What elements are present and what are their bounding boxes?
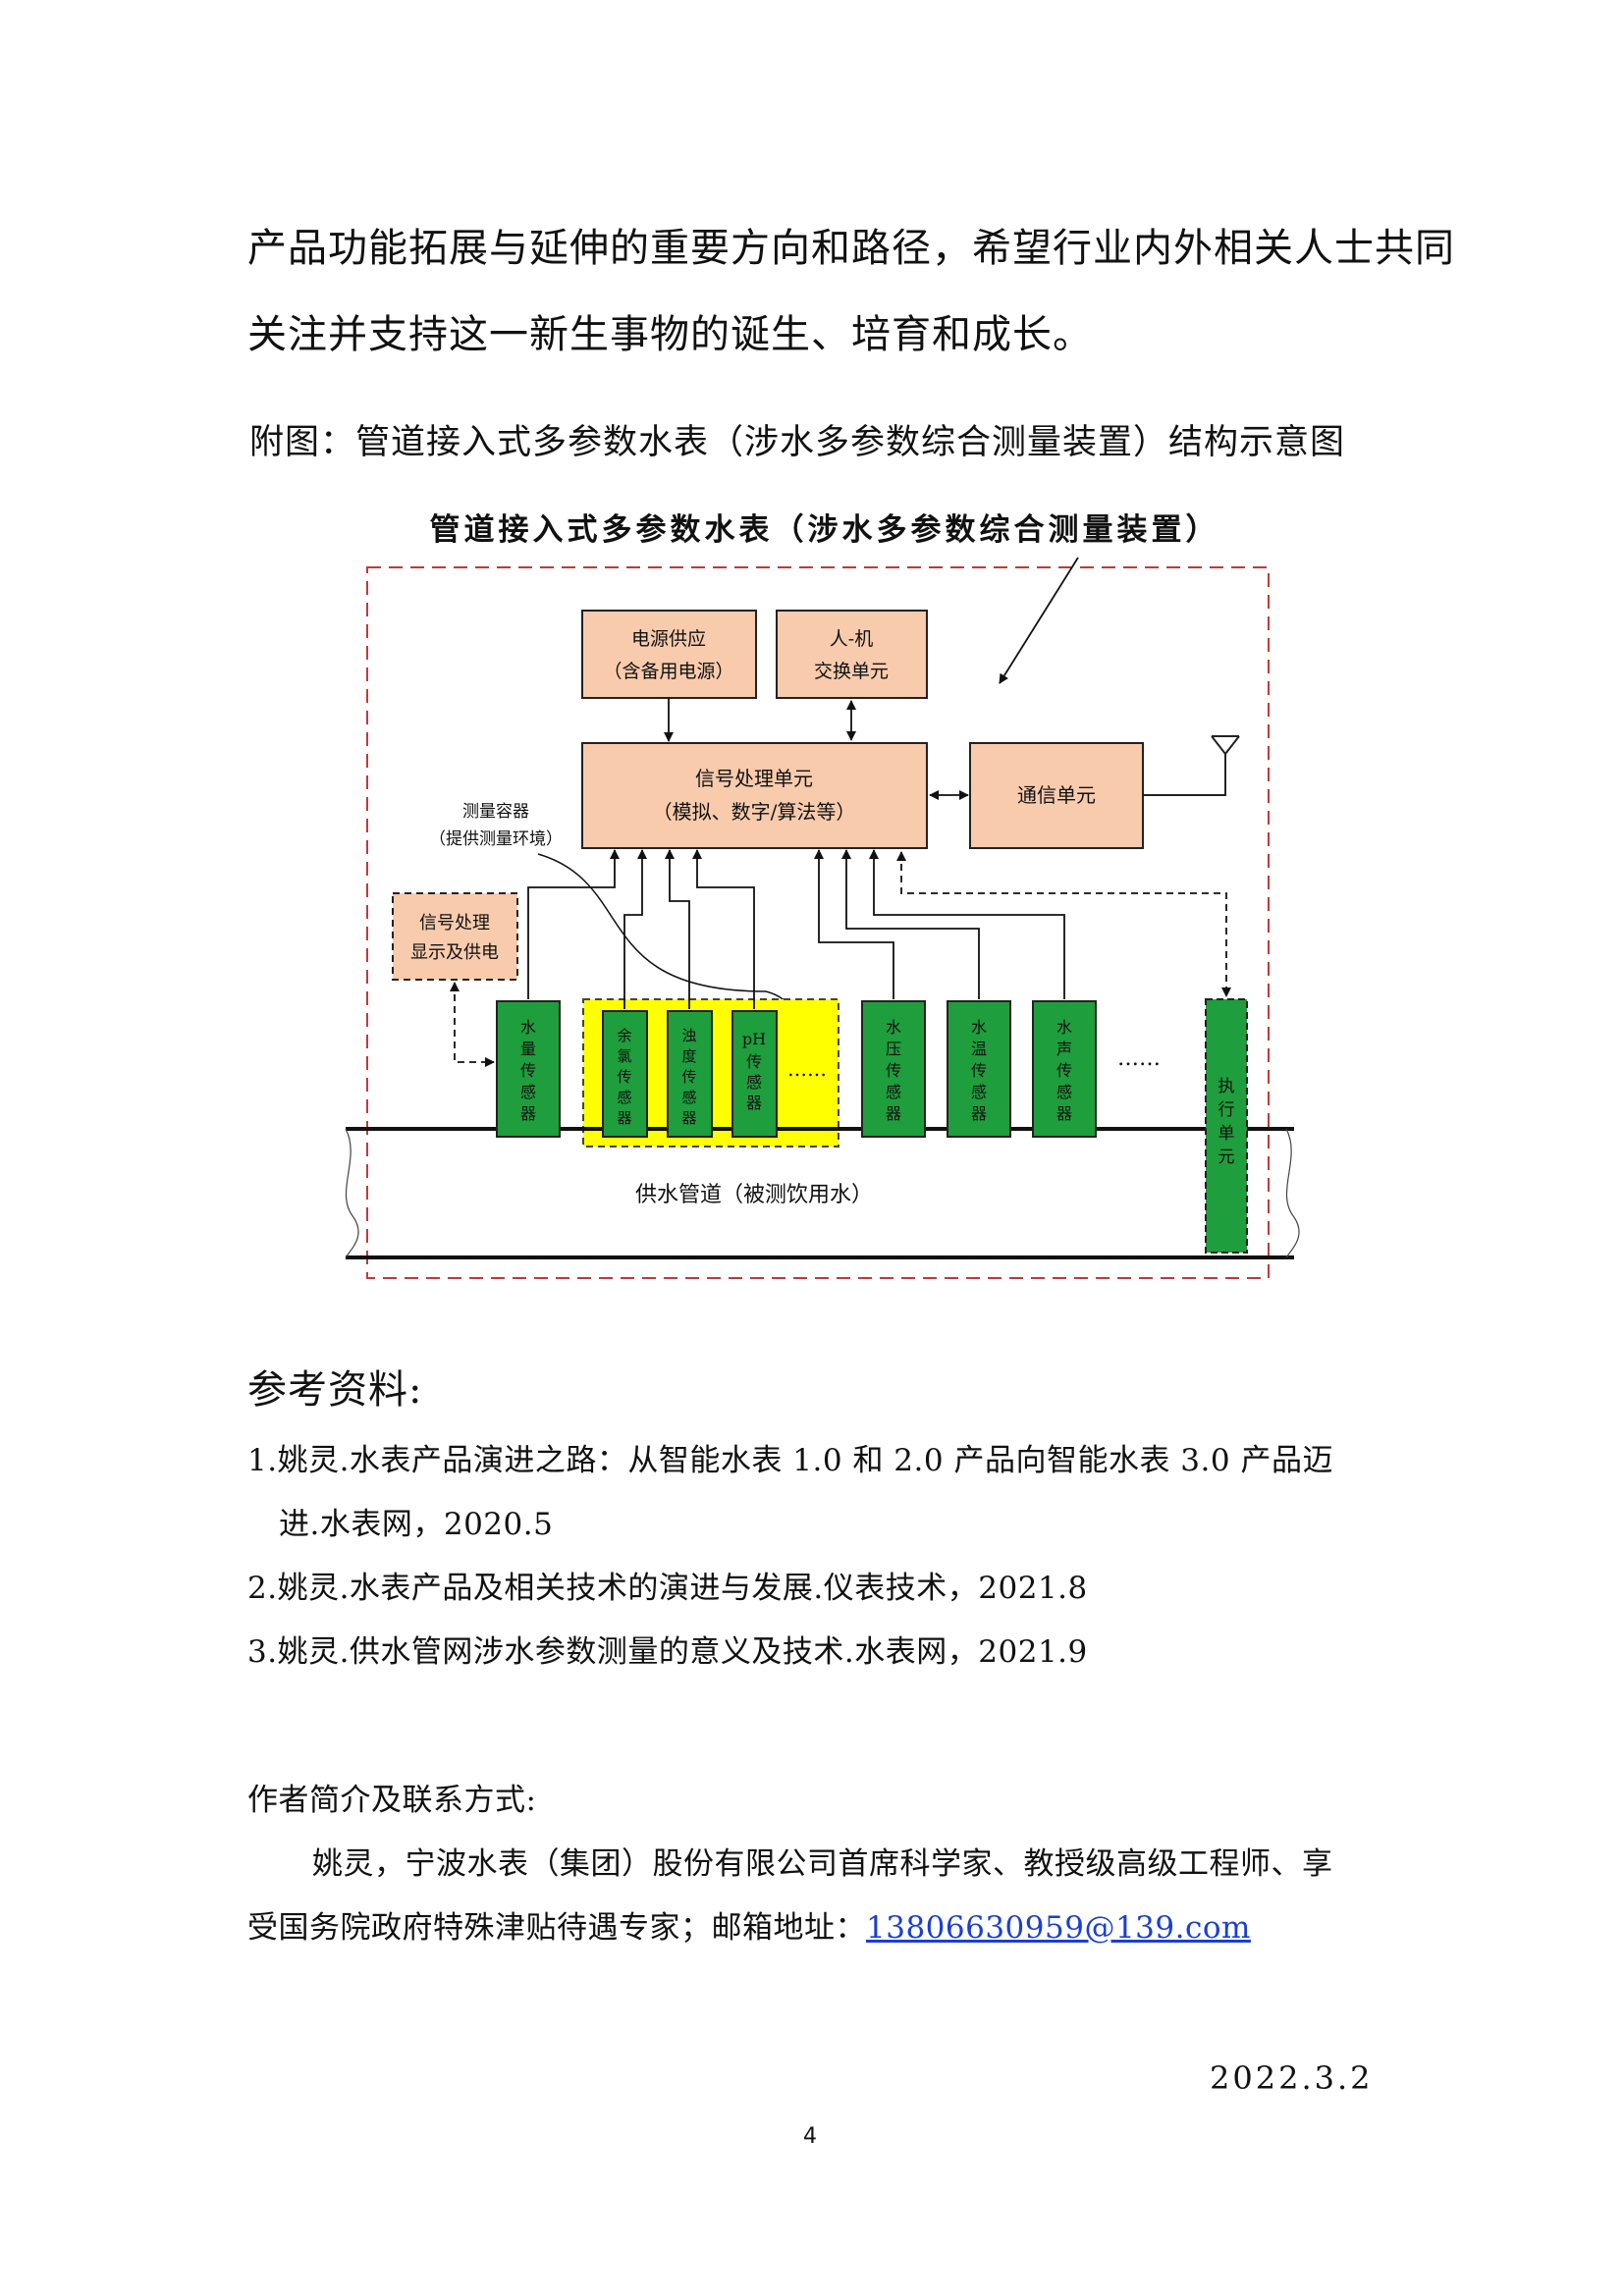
antenna-icon (1143, 735, 1240, 796)
pipe-label: 供水管道（被测饮用水） (635, 1183, 873, 1207)
references-heading: 参考资料: (247, 1367, 423, 1413)
svg-text:执行单元: 执行单元 (1218, 1077, 1235, 1167)
quality-more-dots: …… (787, 1057, 827, 1081)
author-line-2-text: 受国务院政府特殊津贴待遇专家；邮箱地址： (247, 1910, 866, 1946)
sensor-signal-connections (527, 849, 1065, 1009)
intro-line-1: 产品功能拓展与延伸的重要方向和路径，希望行业内外相关人士共同 (247, 226, 1455, 271)
sensor-residual-chlorine: 余氯传感器 (602, 1010, 648, 1138)
signal-processing-sub: （模拟、数字/算法等） (653, 800, 856, 824)
sensor-sound: 水声传感器 (1032, 1000, 1097, 1138)
reference-3: 3.姚灵.供水管网涉水参数测量的意义及技术.水表网，2021.9 (247, 1634, 1088, 1670)
svg-text:水压传感器: 水压传感器 (886, 1018, 901, 1123)
pipe-left-break (345, 1128, 359, 1258)
reference-1: 1.姚灵.水表产品演进之路：从智能水表 1.0 和 2.0 产品向智能水表 3.… (247, 1443, 1333, 1478)
author-heading: 作者简介及联系方式: (247, 1783, 537, 1818)
device-frame (366, 566, 1270, 1279)
author-line-1: 姚灵，宁波水表（集团）股份有限公司首席科学家、教授级高级工程师、享 (312, 1846, 1333, 1882)
container-note-sub: （提供测量环境） (429, 829, 563, 849)
svg-text:水声传感器: 水声传感器 (1056, 1018, 1072, 1123)
actuator-unit: 执行单元 (1205, 998, 1248, 1254)
sensor-flow: 水量传感器 (496, 1000, 561, 1138)
sensors-more-dots: …… (1117, 1046, 1161, 1071)
container-note: 测量容器 (462, 802, 529, 822)
local-display-sub: 显示及供电 (410, 942, 499, 963)
reference-2: 2.姚灵.水表产品及相关技术的演进与发展.仪表技术，2021.8 (247, 1571, 1088, 1606)
svg-text:浊度传感器: 浊度传感器 (681, 1027, 696, 1127)
title-pointer-arrow (999, 557, 1079, 684)
local-to-flow-link (450, 982, 495, 1067)
sensor-pressure: 水压传感器 (861, 1000, 926, 1138)
figure-caption: 附图：管道接入式多参数水表（涉水多参数综合测量装置）结构示意图 (249, 423, 1346, 462)
reference-1-cont: 进.水表网，2020.5 (279, 1507, 554, 1542)
local-display-label: 信号处理 (419, 913, 490, 934)
hmi-box (776, 610, 928, 699)
local-display-box (392, 892, 518, 981)
communication-box (969, 742, 1144, 849)
power-supply-box (581, 610, 757, 699)
document-date: 2022.3.2 (1210, 2059, 1374, 2097)
structure-diagram: 管道接入式多参数水表（涉水多参数综合测量装置） 电源供应 （含备用电源） 人-机… (345, 512, 1300, 1279)
svg-text:水量传感器: 水量传感器 (520, 1018, 536, 1123)
power-supply-label: 电源供应 (631, 628, 706, 650)
svg-text:水温传感器: 水温传感器 (971, 1018, 987, 1123)
communication-label: 通信单元 (1017, 783, 1096, 807)
author-line-2: 受国务院政府特殊津贴待遇专家；邮箱地址：13806630959@139.com (247, 1902, 1251, 1947)
hmi-sub: 交换单元 (814, 661, 889, 682)
signal-processing-box (581, 742, 928, 849)
diagram-title: 管道接入式多参数水表（涉水多参数综合测量装置） (430, 512, 1220, 548)
page-number: 4 (803, 2124, 817, 2149)
signal-actuator-link (896, 851, 1231, 997)
author-email-link[interactable]: 13806630959@139.com (866, 1910, 1251, 1946)
svg-text:余氯传感器: 余氯传感器 (617, 1027, 631, 1127)
power-supply-sub: （含备用电源） (603, 661, 733, 682)
hmi-label: 人-机 (830, 628, 873, 650)
sensor-temperature: 水温传感器 (947, 1000, 1011, 1138)
signal-processing-label: 信号处理单元 (695, 767, 813, 790)
sensor-turbidity: 浊度传感器 (667, 1010, 713, 1138)
pipe-right-break (1285, 1128, 1300, 1258)
intro-line-2: 关注并支持这一新生事物的诞生、培育和成长。 (247, 312, 1093, 357)
